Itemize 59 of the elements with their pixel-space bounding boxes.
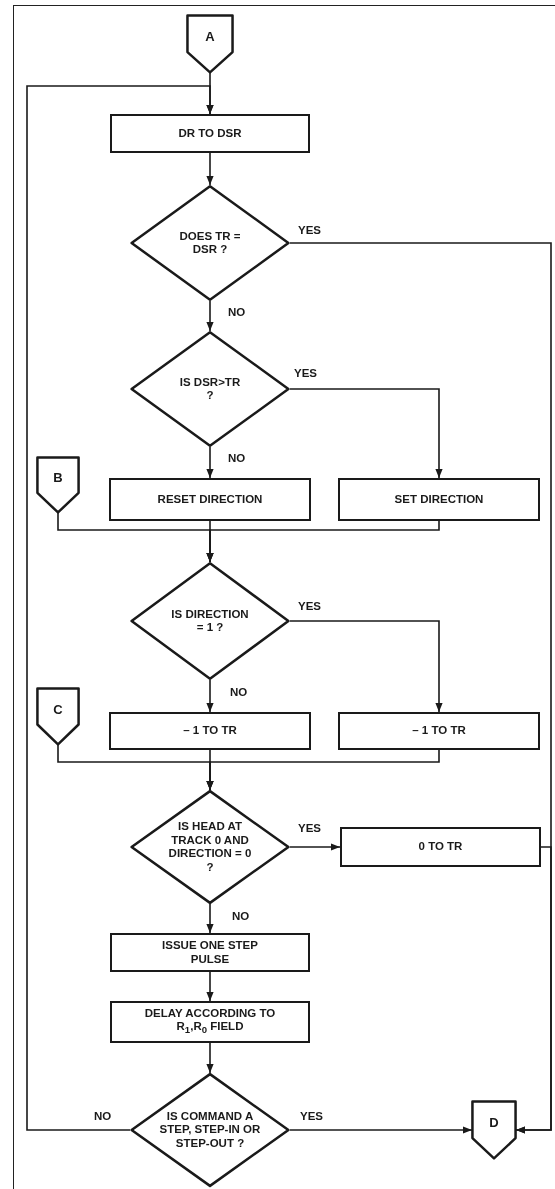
process-box: [338, 712, 540, 750]
offpage-connector: [472, 1101, 516, 1159]
edge-label: NO: [226, 306, 248, 319]
edge-label: YES: [296, 822, 323, 835]
flow-arrow: [206, 300, 214, 332]
flow-arrow: [206, 520, 440, 563]
process-box: [110, 114, 310, 153]
process-box: [109, 478, 311, 521]
flow-arrow: [26, 85, 214, 1131]
process-box: [110, 1001, 310, 1043]
flow-arrow: [206, 446, 214, 479]
connector-letter: A: [205, 30, 215, 44]
decision-diamond: [130, 185, 290, 301]
node-text: IS DSR>TR ?: [178, 375, 242, 403]
node-text: IS DIRECTION = 1 ?: [170, 607, 250, 635]
decision-diamond: [130, 790, 290, 904]
node-text: DR TO DSR: [178, 126, 242, 141]
flow-arrow: [289, 388, 443, 479]
flow-arrow: [206, 1042, 214, 1074]
flow-arrow: [289, 1126, 473, 1134]
edge-label: NO: [230, 910, 252, 923]
node-text: IS HEAD AT TRACK 0 AND DIRECTION = 0 ?: [168, 820, 252, 874]
edge-label: YES: [296, 224, 323, 237]
connector-letter: C: [53, 702, 63, 717]
flow-arrow: [206, 903, 214, 934]
flow-arrow: [289, 843, 341, 851]
node-text: 0 TO TR: [418, 840, 463, 854]
node-text: SET DIRECTION: [394, 492, 484, 507]
process-box: [340, 827, 541, 867]
flow-arrow: [206, 971, 214, 1002]
offpage-connector: [187, 15, 233, 73]
edge-label: YES: [298, 1110, 325, 1123]
flow-arrow: [515, 846, 552, 1134]
edge-label: NO: [92, 1110, 114, 1123]
flow-arrow: [206, 749, 440, 791]
connector-letter: D: [489, 1116, 499, 1130]
node-text: RESET DIRECTION: [157, 492, 263, 507]
flow-arrow: [206, 152, 214, 186]
decision-diamond: [130, 562, 290, 680]
process-box: [110, 933, 310, 972]
edge-label: YES: [292, 367, 319, 380]
node-text: DELAY ACCORDING TO R$_{1}$,R$_{0}$ FIELD: [143, 1006, 277, 1038]
offpage-connector: [37, 457, 79, 513]
node-text: IS COMMAND A STEP, STEP-IN OR STEP-OUT ?: [158, 1109, 262, 1151]
node-text: – 1 TO TR: [412, 724, 466, 738]
edge-label: YES: [296, 600, 323, 613]
process-box: [109, 712, 311, 750]
offpage-connector: [37, 688, 79, 745]
decision-diamond: [130, 1073, 290, 1187]
connector-letter: B: [53, 471, 63, 485]
flow-arrow: [289, 620, 443, 713]
edge-label: NO: [226, 452, 248, 465]
node-text: – 1 TO TR: [183, 724, 237, 738]
flow-arrow: [206, 679, 214, 713]
edge-label: NO: [228, 686, 250, 699]
decision-diamond: [130, 331, 290, 447]
node-text: ISSUE ONE STEP PULSE: [161, 939, 259, 966]
process-box: [338, 478, 540, 521]
node-text: DOES TR = DSR ?: [178, 229, 242, 257]
